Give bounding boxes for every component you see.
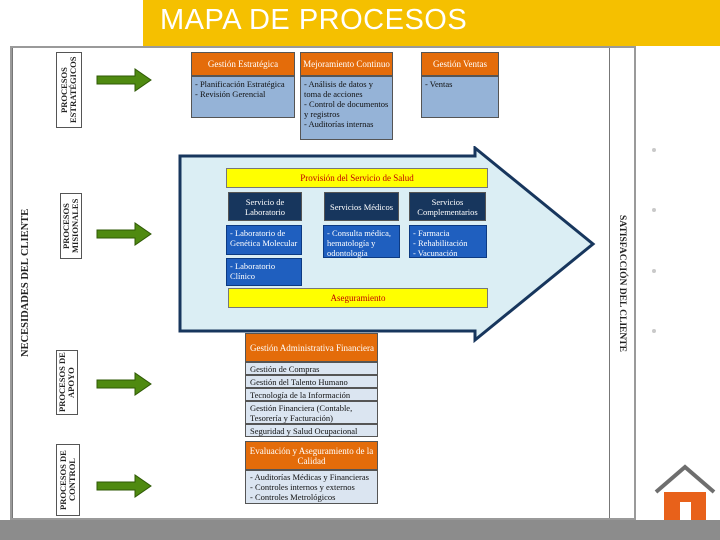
arrow-strategic xyxy=(96,68,152,92)
right-side-label-text: SATISFACCIÓN DEL CLIENTE xyxy=(617,214,627,352)
decor-dot-4 xyxy=(652,329,656,333)
category-support: PROCESOS DE APOYO xyxy=(56,350,78,415)
category-strategic: PROCESOS ESTRATÉGICOS xyxy=(56,52,82,128)
strategic-body-2: - Análisis de datos y toma de acciones -… xyxy=(300,76,393,140)
support-item-3: Tecnología de la Información xyxy=(245,388,378,401)
service-item-genetics-lab: - Laboratorio de Genética Molecular xyxy=(226,225,302,255)
strategic-body-1: - Planificación Estratégica - Revisión G… xyxy=(191,76,295,118)
strategic-body-3: - Ventas xyxy=(421,76,499,118)
service-header-medical: Servicios Médicos xyxy=(324,192,399,221)
support-item-1: Gestión de Compras xyxy=(245,362,378,375)
service-header-complementary: Servicios Complementarios xyxy=(409,192,486,221)
support-item-4: Gestión Financiera (Contable, Tesorería … xyxy=(245,401,378,424)
decor-dot-2 xyxy=(652,208,656,212)
control-body: - Auditorías Médicas y Financieras - Con… xyxy=(245,470,378,504)
strategic-header-1: Gestión Estratégica xyxy=(191,52,295,76)
provision-top-bar: Provisión del Servicio de Salud xyxy=(226,168,488,188)
service-item-clinical-lab: - Laboratorio Clínico xyxy=(226,258,302,286)
right-side-label: SATISFACCIÓN DEL CLIENTE xyxy=(609,48,634,518)
strategic-header-3: Gestión Ventas xyxy=(421,52,499,76)
category-control: PROCESOS DE CONTROL xyxy=(56,444,80,516)
arrow-support xyxy=(96,372,152,396)
title-bar xyxy=(143,0,720,46)
service-item-complementary: - Farmacia - Rehabilitación - Vacunación xyxy=(409,225,487,258)
strategic-header-2: Mejoramiento Continuo xyxy=(300,52,393,76)
page-title: MAPA DE PROCESOS xyxy=(160,4,468,36)
decor-dot-1 xyxy=(652,148,656,152)
home-button[interactable] xyxy=(652,462,718,520)
decor-dot-3 xyxy=(652,269,656,273)
control-item-1: - Auditorías Médicas y Financieras xyxy=(250,472,369,482)
control-item-3: - Controles Metrológicos xyxy=(250,492,336,502)
arrow-control xyxy=(96,474,152,498)
control-item-2: - Controles internos y externos xyxy=(250,482,355,492)
service-header-laboratory: Servicio de Laboratorio xyxy=(228,192,302,221)
support-item-2: Gestión del Talento Humano xyxy=(245,375,378,388)
service-item-medical-consult: - Consulta médica, hematología y odontol… xyxy=(323,225,400,258)
arrow-missional xyxy=(96,222,152,246)
category-missional: PROCESOS MISIONALES xyxy=(60,193,82,259)
support-item-5: Seguridad y Salud Ocupacional xyxy=(245,424,378,437)
support-header: Gestión Administrativa Financiera xyxy=(245,333,378,362)
assurance-bar: Aseguramiento xyxy=(228,288,488,308)
control-header: Evaluación y Aseguramiento de la Calidad xyxy=(245,441,378,470)
left-side-label: NECESIDADES DEL CLIENTE xyxy=(12,48,38,518)
bottom-bar xyxy=(0,520,720,540)
home-icon xyxy=(654,464,716,520)
